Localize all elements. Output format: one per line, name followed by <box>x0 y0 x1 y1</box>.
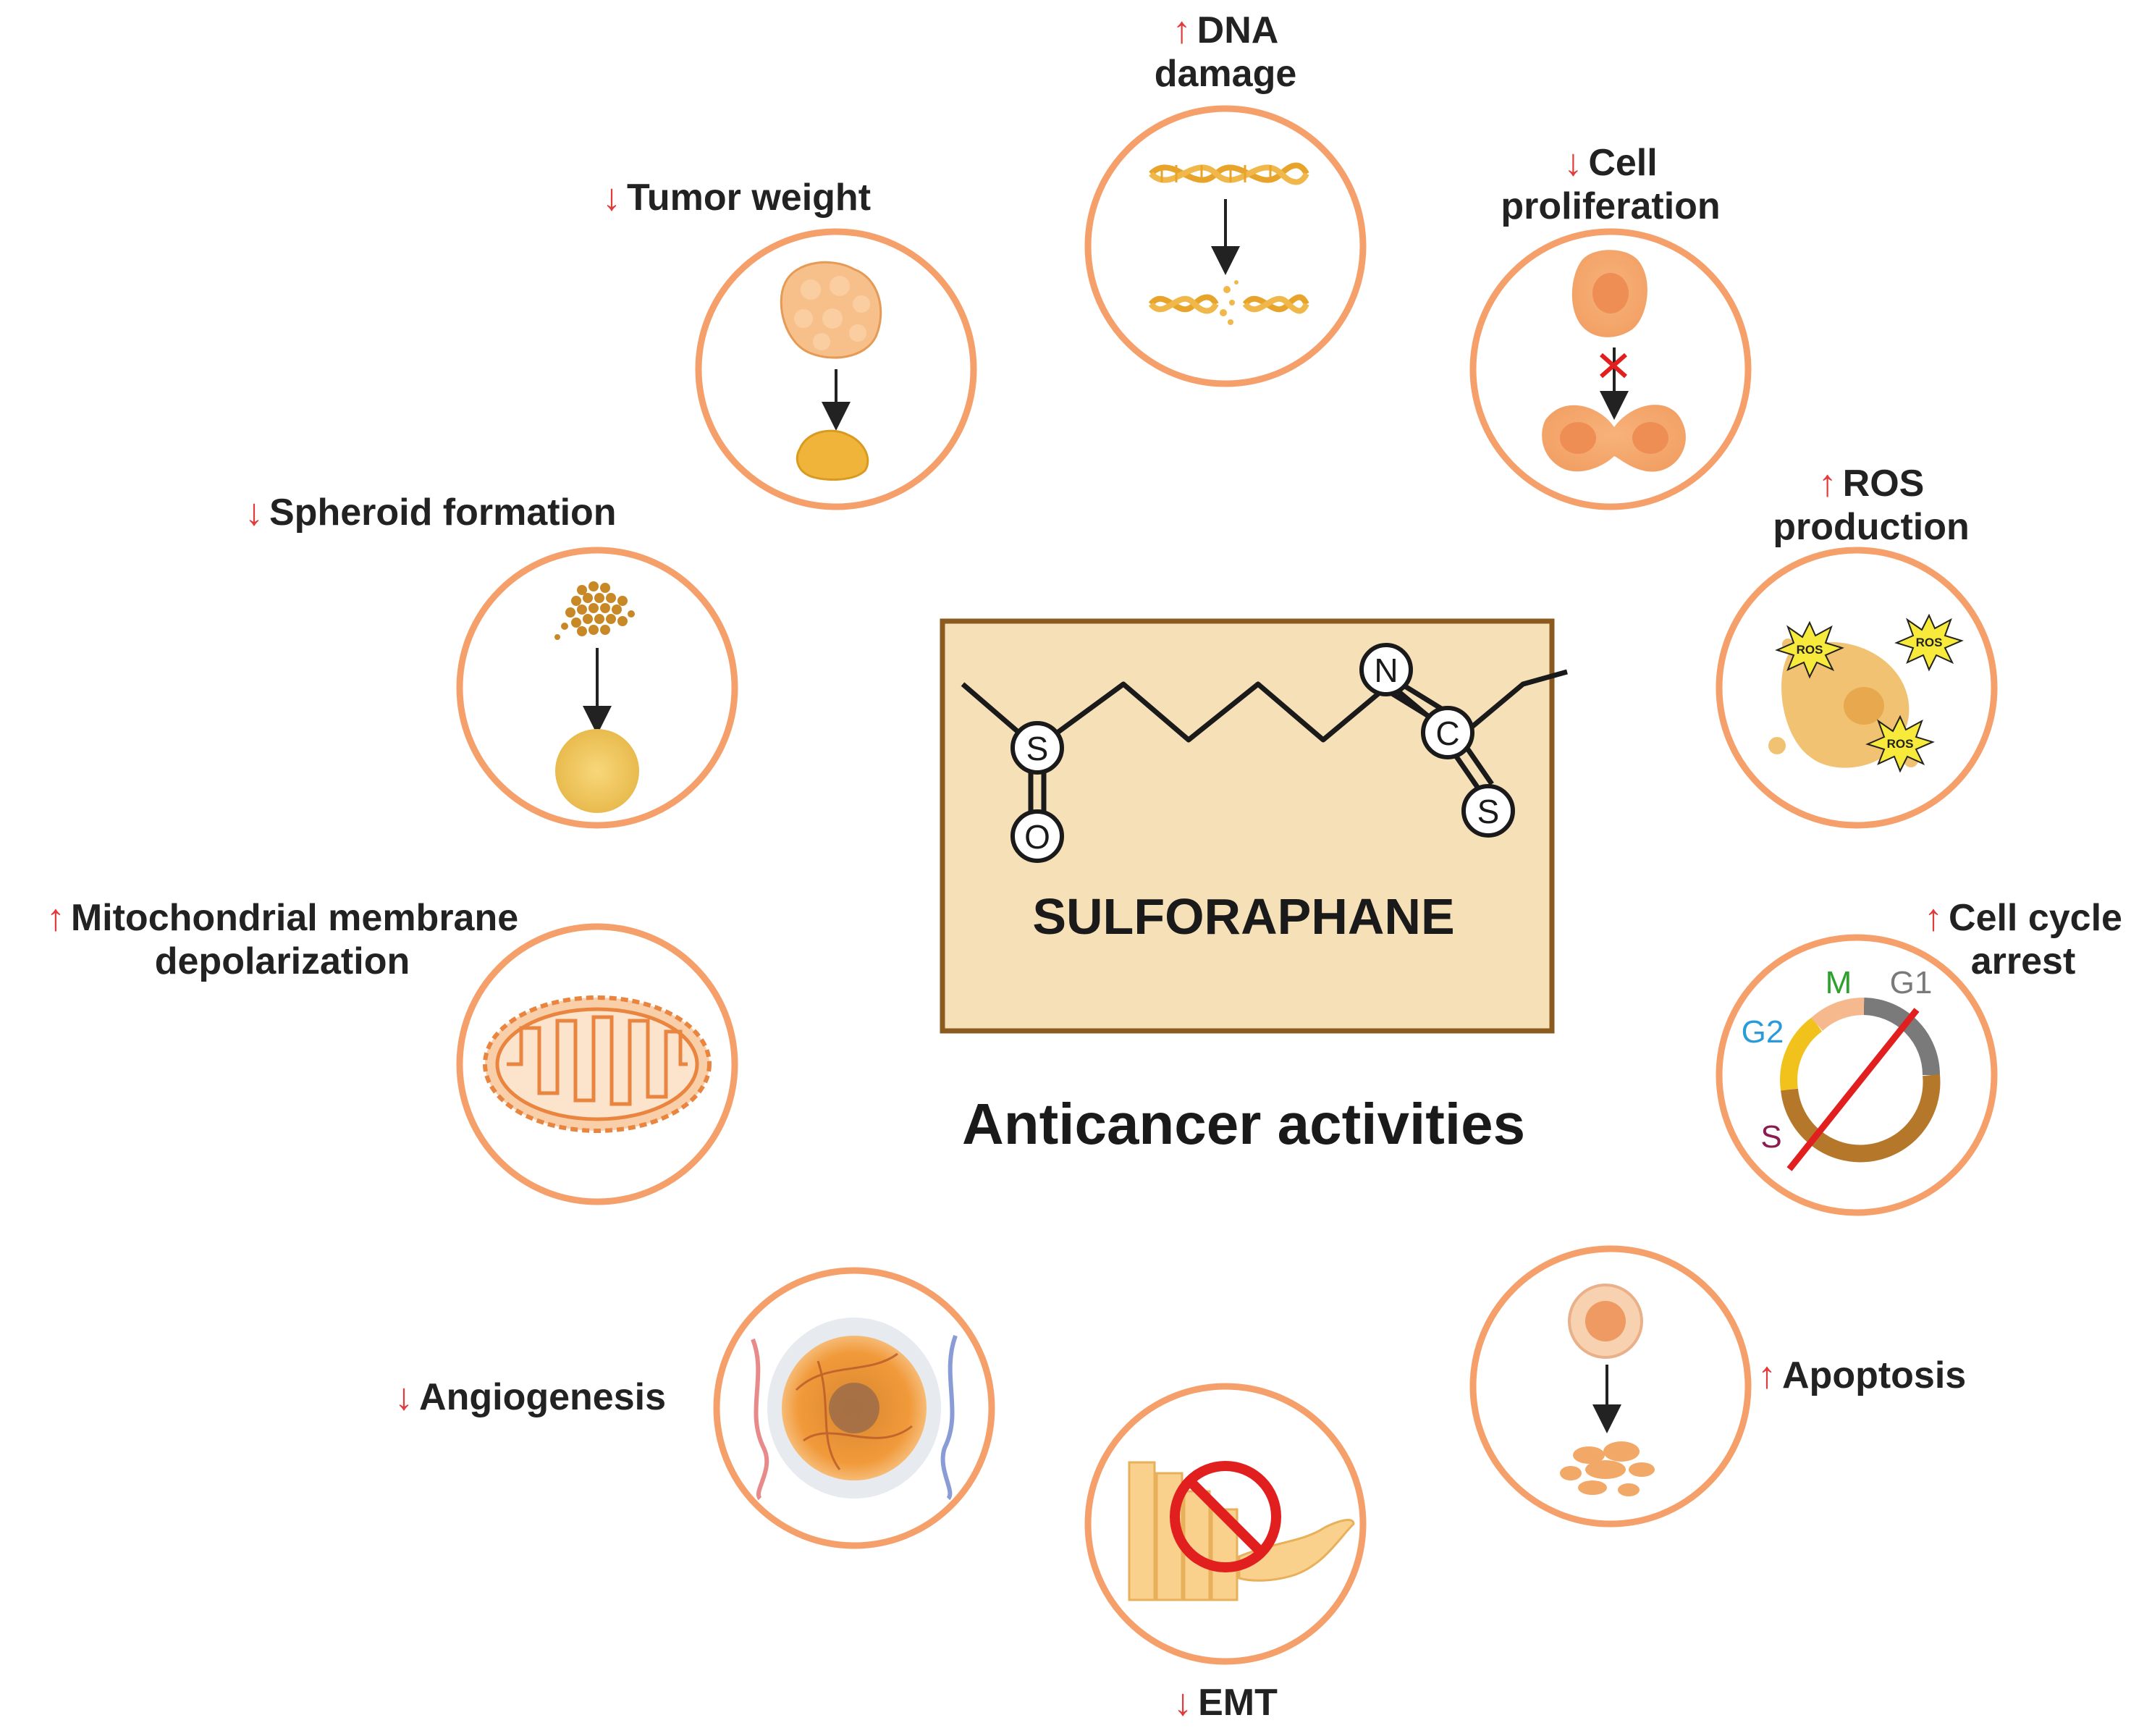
phase-g2-label: G2 <box>1742 1014 1784 1050</box>
decrease-arrow: ↓ <box>245 492 263 534</box>
label-tumor-weight: ↓Tumor weight <box>602 177 872 219</box>
ring-cell-cycle <box>1716 934 1998 1216</box>
svg-text:ROS: ROS <box>1916 636 1943 649</box>
svg-text:N: N <box>1374 652 1398 689</box>
sulfur-atom-2: S <box>1461 784 1515 838</box>
label-dna-damage: ↑DNA damage <box>1154 9 1297 95</box>
decrease-arrow: ↓ <box>602 177 621 219</box>
dna-break-icon <box>1148 162 1309 325</box>
emt-blocked-icon <box>1128 1461 1355 1601</box>
decrease-arrow: ↓ <box>1564 142 1583 184</box>
tumor-shrink-icon <box>780 261 882 481</box>
svg-text:C: C <box>1435 715 1459 752</box>
label-apoptosis: ↑Apoptosis <box>1758 1354 1967 1396</box>
spheroid-icon <box>554 581 639 813</box>
label-ros-production: ↑ROS production <box>1773 463 1970 548</box>
phase-m-arc <box>1810 997 1865 1032</box>
svg-text:ROS: ROS <box>1887 737 1914 751</box>
label-cell-proliferation: ↓Cell proliferation <box>1501 142 1721 227</box>
svg-text:O: O <box>1024 818 1050 856</box>
svg-text:ROS: ROS <box>1797 643 1823 657</box>
arrest-slash <box>1786 1008 1920 1171</box>
label-emt: ↓EMT <box>1173 1682 1278 1724</box>
svg-text:S: S <box>1026 730 1049 767</box>
sulfur-atom: S <box>1010 721 1064 775</box>
increase-arrow: ↑ <box>46 897 65 939</box>
cell-cycle-icon: M G1 G2 S <box>1742 965 1941 1171</box>
nitrogen-atom: N <box>1359 643 1413 696</box>
label-angiogenesis: ↓Angiogenesis <box>394 1376 666 1418</box>
phase-s-arc <box>1781 1074 1941 1163</box>
phase-s-label: S <box>1760 1119 1781 1155</box>
increase-arrow: ↑ <box>1924 897 1944 939</box>
label-cell-cycle-arrest: ↑Cell cycle arrest <box>1924 897 2122 982</box>
increase-arrow: ↑ <box>1172 9 1191 51</box>
carbon-chain <box>961 669 1568 751</box>
label-spheroid-formation: ↓Spheroid formation <box>245 492 617 534</box>
carbon-atom: C <box>1421 706 1474 759</box>
prohibited-icon <box>1170 1461 1281 1572</box>
label-mitochondrial: ↑Mitochondrial membrane depolarization <box>46 897 519 982</box>
oxygen-atom: O <box>1010 809 1064 863</box>
apoptosis-icon <box>1560 1284 1655 1496</box>
phase-g1-arc <box>1863 998 1940 1076</box>
decrease-arrow: ↓ <box>394 1376 414 1418</box>
mitochondrion-icon <box>483 995 712 1133</box>
compound-box: S O N C S SULFORAPHANE <box>940 618 1568 1034</box>
compound-name: SULFORAPHANE <box>1032 888 1454 945</box>
ros-burst-icon: ROS ROS ROS <box>1768 613 1964 773</box>
ring-apoptosis <box>1469 1245 1752 1528</box>
phase-g1-label: G1 <box>1890 965 1933 1000</box>
phase-g2-arc <box>1780 1017 1823 1091</box>
cell-division-blocked-icon <box>1542 250 1686 472</box>
diagram-title: Anticancer activities <box>962 1092 1525 1156</box>
increase-arrow: ↑ <box>1818 463 1837 505</box>
angiogenesis-icon <box>751 1318 958 1501</box>
increase-arrow: ↑ <box>1758 1354 1776 1396</box>
phase-m-label: M <box>1826 965 1852 1000</box>
decrease-arrow: ↓ <box>1173 1682 1193 1724</box>
svg-text:S: S <box>1477 793 1500 830</box>
